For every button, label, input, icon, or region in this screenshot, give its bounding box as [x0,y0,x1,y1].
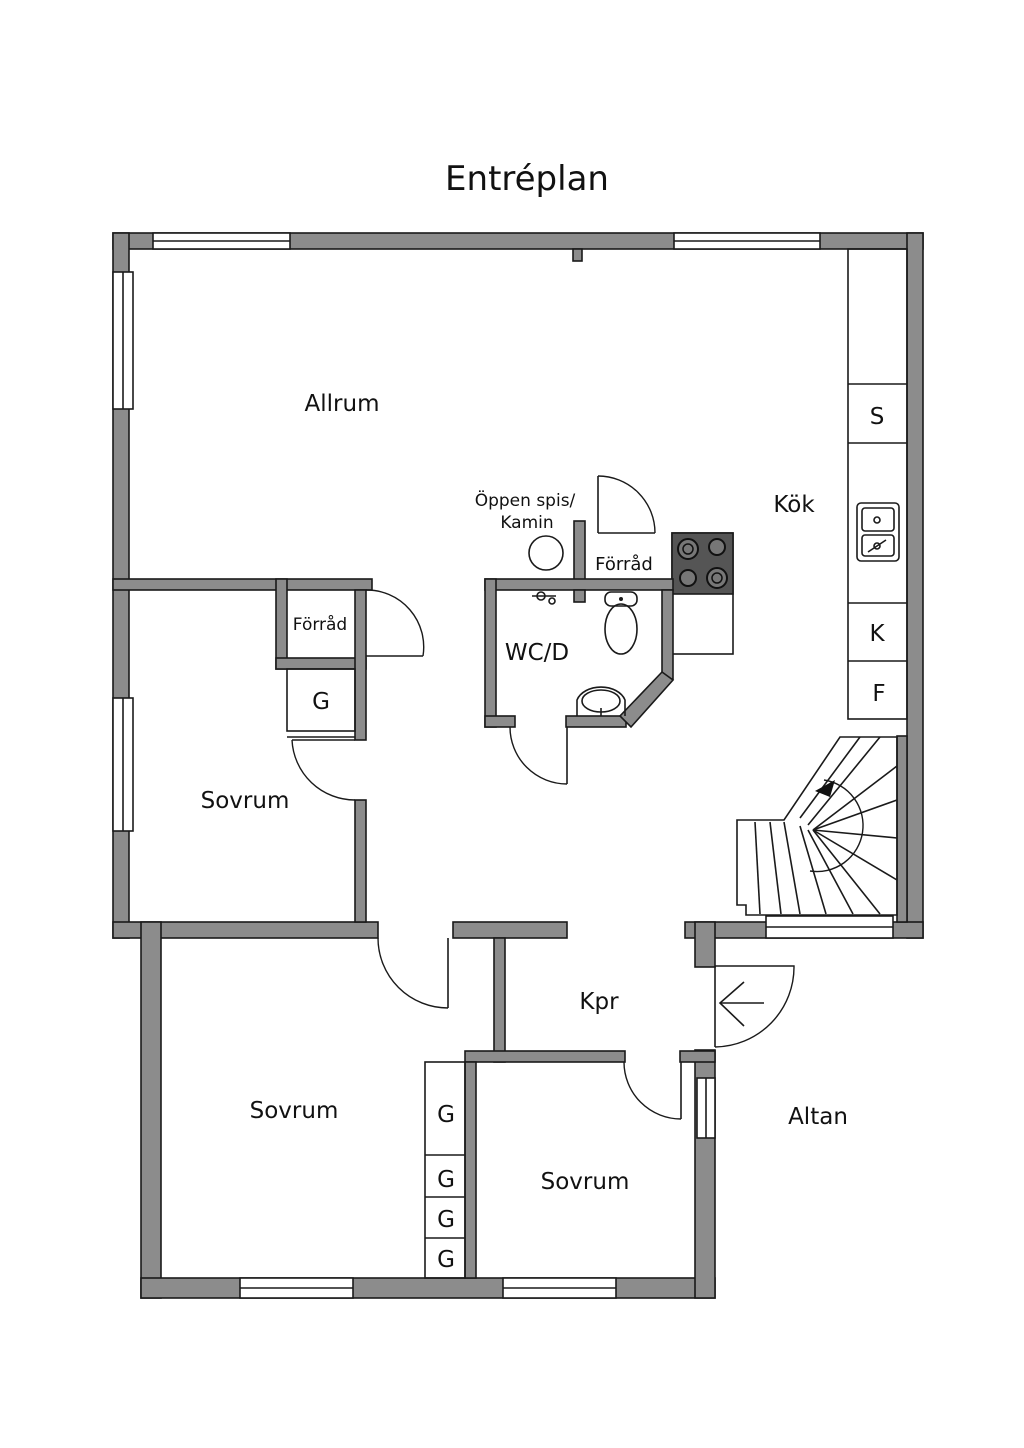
windows [112,232,894,1299]
closet-g-stack-2-label: G [437,1167,455,1193]
closet-g-stack-1-label: G [437,1102,455,1128]
room-altan-label: Altan [788,1104,848,1130]
forrad-center-label: Förråd [595,554,653,575]
toilet-icon [604,591,638,655]
closet-g-left [286,668,356,732]
kitchen-counter [847,248,908,720]
closet-g-stack-4-label: G [437,1247,455,1273]
fireplace-label-line1: Öppen spis/ [475,489,576,511]
closet-g-left-label: G [312,689,330,715]
room-sovrum-bottom-right-label: Sovrum [541,1169,630,1195]
room-kpr-label: Kpr [579,989,619,1015]
entrance-door [714,965,795,1048]
fridge-label: S [870,404,885,430]
shower-icon [532,591,556,605]
stairs [736,735,908,923]
closet-stack [424,1061,466,1279]
room-allrum-label: Allrum [305,391,380,417]
cabinet-k-label: K [869,621,885,647]
sovrum-left-door-arc [291,739,356,801]
plan-title: Entréplan [445,159,609,199]
forrad-door-arc [597,475,656,534]
sovrum-lower-left-door-arc [377,937,449,1009]
sink-icon [856,502,900,562]
wc-door-arc [509,726,568,785]
wcd-label: WC/D [505,640,569,666]
walls [112,232,924,1299]
stove-icon [671,532,734,655]
washbasin-icon [576,686,626,716]
stair-arrow-icon [815,780,835,797]
fireplace-icon [528,535,564,571]
sovrum-lower-right-door-arc [623,1061,682,1120]
room-sovrum-left-label: Sovrum [201,788,290,814]
closet-g-stack-3-label: G [437,1207,455,1233]
entry-arrow-icon [718,981,764,1027]
center-walls [484,520,675,729]
room-kok-label: Kök [773,492,815,518]
fireplace-label-line2: Kamin [500,513,553,533]
freezer-label: F [872,681,885,707]
room-sovrum-bottom-left-label: Sovrum [250,1098,339,1124]
forrad-left-door-arc [365,589,425,657]
forrad-left-label: Förråd [293,614,347,635]
